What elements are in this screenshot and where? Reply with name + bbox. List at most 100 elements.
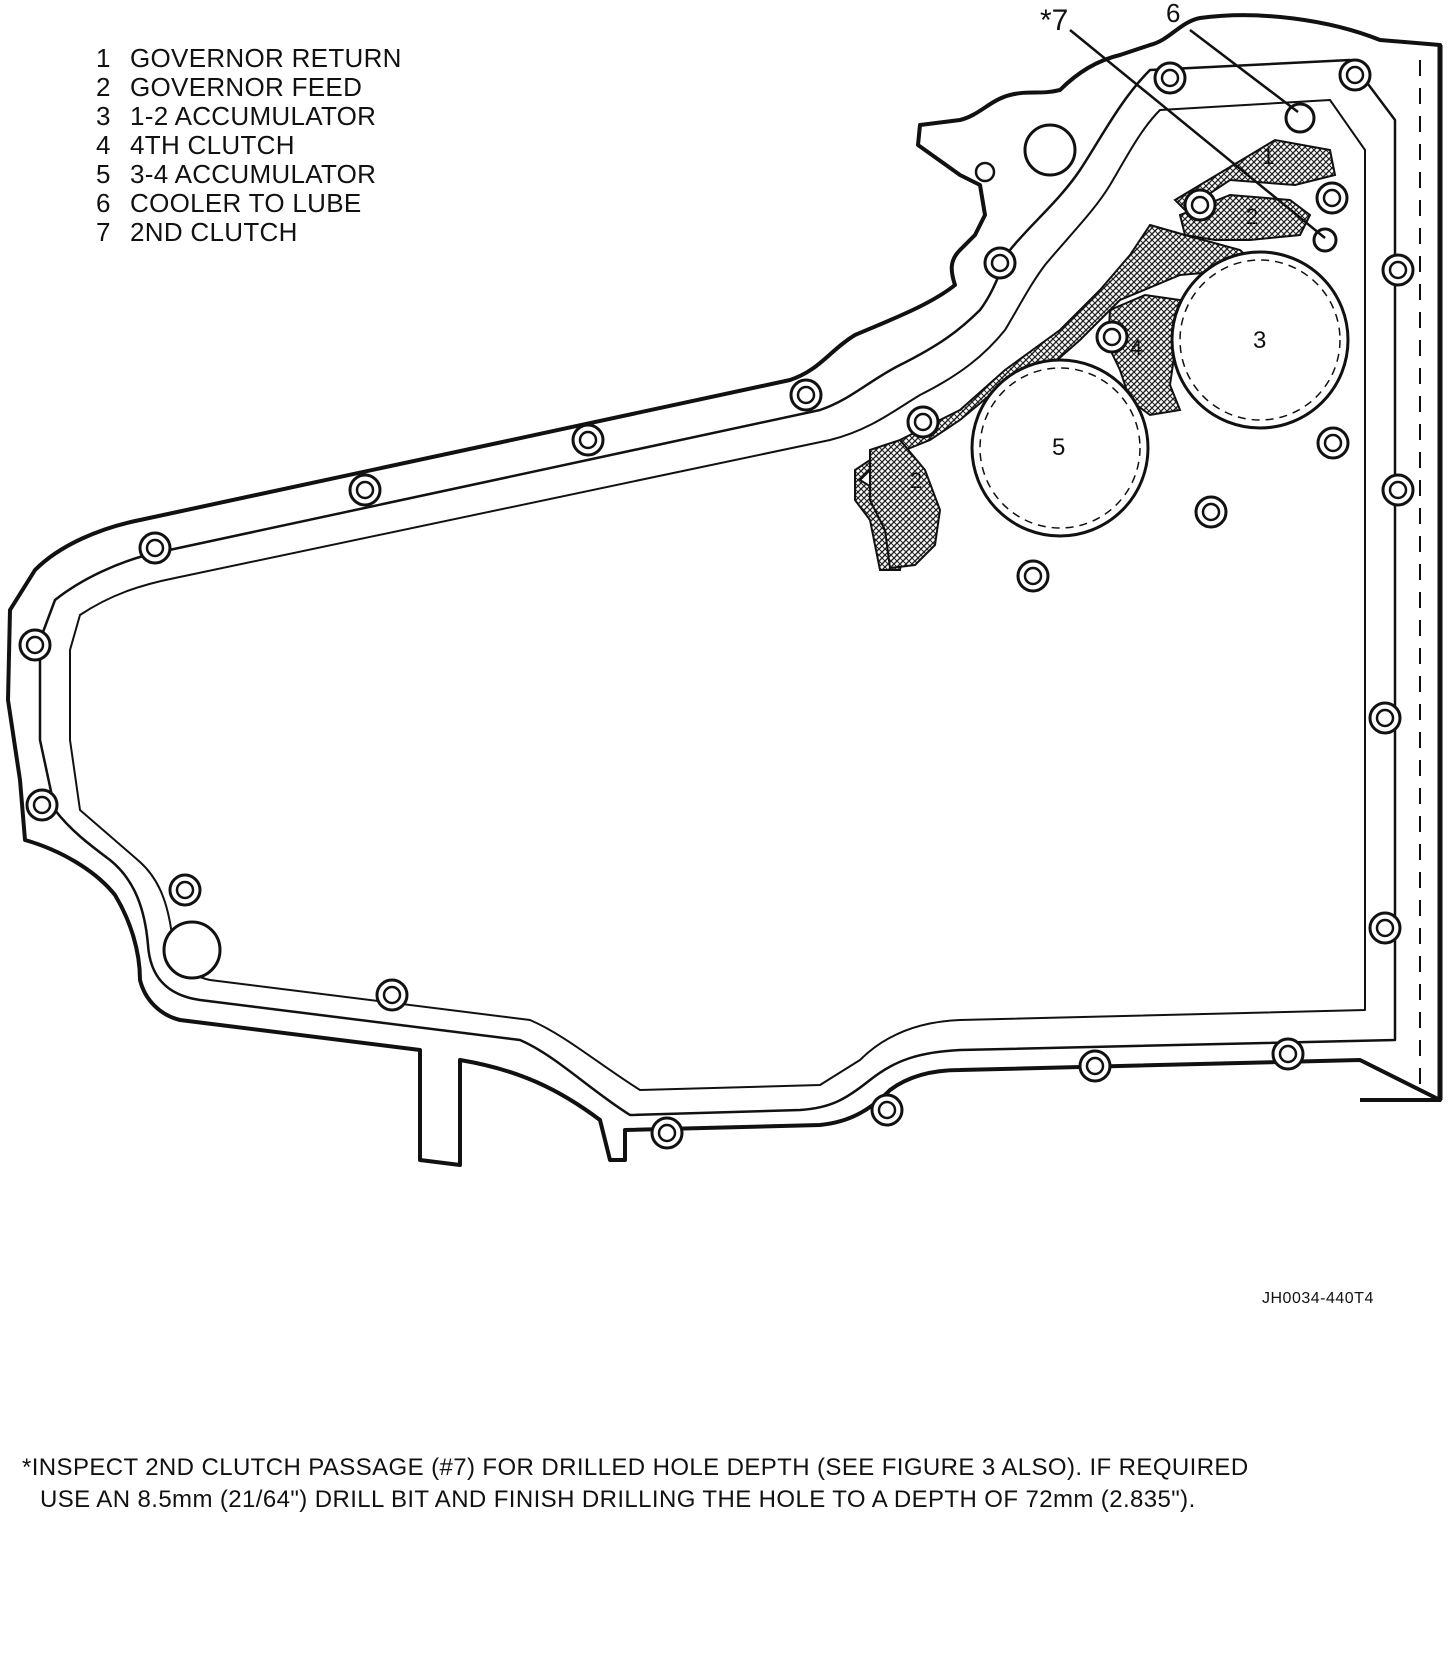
- bolt-hole-inner: [1190, 195, 1210, 215]
- legend-item-7: 7 2ND CLUTCH: [96, 218, 402, 247]
- bore-3-4-accumulator-inner: [979, 367, 1141, 529]
- bolt-hole: [1381, 473, 1415, 507]
- footnote-line-2: USE AN 8.5mm (21/64") DRILL BIT AND FINI…: [40, 1486, 1196, 1513]
- bolt-hole-inner: [796, 385, 816, 405]
- callout-3: 3: [1253, 327, 1266, 354]
- leader-lines: [1069, 29, 1326, 239]
- callout-4: 4: [1130, 335, 1142, 360]
- legend-number: 7: [96, 217, 111, 247]
- bolt-hole: [983, 246, 1017, 280]
- accumulator-bores: [970, 250, 1350, 538]
- figure-id: JH0034-440T4: [1262, 1290, 1374, 1307]
- bolt-hole: [1153, 61, 1187, 95]
- legend-label: GOVERNOR FEED: [130, 72, 363, 102]
- bolt-hole-inner: [1322, 188, 1342, 208]
- legend-number: 1: [96, 43, 111, 73]
- callout-1: 1: [1262, 144, 1274, 169]
- bolt-hole: [571, 423, 605, 457]
- bolt-hole: [18, 628, 52, 662]
- callout-5: 5: [1052, 434, 1065, 461]
- bolt-hole: [348, 473, 382, 507]
- bolt-hole-inner: [25, 635, 45, 655]
- bolt-hole: [1368, 701, 1402, 735]
- bolt-hole: [138, 531, 172, 565]
- gasket-diagram: *7 6 1 2 2 3 4 5: [6, 0, 1443, 1167]
- small-hole-top: [974, 161, 996, 183]
- legend-label: 1-2 ACCUMULATOR: [130, 101, 377, 131]
- footnote-line-1: *INSPECT 2ND CLUTCH PASSAGE (#7) FOR DRI…: [22, 1454, 1249, 1481]
- large-boss-bottom-left: [162, 920, 222, 980]
- bore-1-2-accumulator: [1170, 250, 1350, 430]
- legend-number: 2: [96, 72, 111, 102]
- bolt-hole: [906, 405, 940, 439]
- legend-number: 6: [96, 188, 111, 218]
- bolt-hole: [789, 378, 823, 412]
- bolt-hole-inner: [1345, 65, 1365, 85]
- bolt-hole: [1271, 1037, 1305, 1071]
- bolt-hole-inner: [1278, 1044, 1298, 1064]
- legend-label: 4TH CLUTCH: [130, 130, 295, 160]
- bolt-hole: [1078, 1049, 1112, 1083]
- legend-number: 4: [96, 130, 111, 160]
- bolt-hole-inner: [1023, 566, 1043, 586]
- bolt-hole-inner: [145, 538, 165, 558]
- legend-item-3: 3 1-2 ACCUMULATOR: [96, 102, 402, 131]
- bolt-hole-inner: [578, 430, 598, 450]
- bolt-hole-inner: [1375, 708, 1395, 728]
- bolt-hole-inner: [877, 1100, 897, 1120]
- gasket-outer-outline: [6, 13, 1442, 1167]
- bolt-hole-inner: [657, 1123, 677, 1143]
- bolt-hole: [1381, 253, 1415, 287]
- legend-number: 3: [96, 101, 111, 131]
- bolt-hole: [1194, 495, 1228, 529]
- bolt-hole-inner: [382, 985, 402, 1005]
- legend-item-4: 4 4TH CLUTCH: [96, 131, 402, 160]
- bolt-hole-inner: [1085, 1056, 1105, 1076]
- bolt-hole-inner: [1388, 260, 1408, 280]
- bolt-hole: [1338, 58, 1372, 92]
- bolt-hole-inner: [355, 480, 375, 500]
- legend-item-5: 5 3-4 ACCUMULATOR: [96, 160, 402, 189]
- bolt-hole-inner: [1201, 502, 1221, 522]
- legend-label: GOVERNOR RETURN: [130, 43, 402, 73]
- bolt-hole: [1095, 320, 1129, 354]
- legend: 1 GOVERNOR RETURN 2 GOVERNOR FEED 3 1-2 ACC…: [96, 44, 402, 247]
- bore-3-4-accumulator: [970, 358, 1150, 538]
- legend-item-6: 6 COOLER TO LUBE: [96, 189, 402, 218]
- port-cooler-to-lube: [1284, 102, 1316, 134]
- bolt-hole-inner: [990, 253, 1010, 273]
- gasket-cavity-outline: [69, 99, 1366, 1091]
- bolt-hole: [1315, 181, 1349, 215]
- bolt-hole: [870, 1093, 904, 1127]
- bolt-hole-inner: [913, 412, 933, 432]
- bolt-hole: [650, 1116, 684, 1150]
- bolt-hole-inner: [1323, 433, 1343, 453]
- bolt-hole: [375, 978, 409, 1012]
- legend-number: 5: [96, 159, 111, 189]
- bolt-hole: [1368, 911, 1402, 945]
- bolt-hole-inner: [1160, 68, 1180, 88]
- large-boss-top: [1023, 123, 1077, 177]
- callout-6: 6: [1166, 0, 1180, 28]
- bolt-hole: [1183, 188, 1217, 222]
- bolt-hole-inner: [1375, 918, 1395, 938]
- bolt-holes: [18, 58, 1415, 1150]
- legend-item-1: 1 GOVERNOR RETURN: [96, 44, 402, 73]
- bolt-hole: [1316, 426, 1350, 460]
- bolt-hole: [25, 788, 59, 822]
- callout-star-7: *7: [1040, 4, 1068, 37]
- footnote: *INSPECT 2ND CLUTCH PASSAGE (#7) FOR DRI…: [22, 1452, 1442, 1516]
- bolt-hole-inner: [1388, 480, 1408, 500]
- bolt-hole: [168, 873, 202, 907]
- passage-governor-feed-lower: [869, 438, 942, 570]
- callout-2-upper: 2: [1246, 204, 1258, 229]
- legend-label: COOLER TO LUBE: [130, 188, 362, 218]
- passage-4th-clutch: [1106, 293, 1187, 417]
- legend-label: 2ND CLUTCH: [130, 217, 298, 247]
- callout-2-lower: 2: [910, 468, 922, 493]
- legend-item-2: 2 GOVERNOR FEED: [96, 73, 402, 102]
- legend-label: 3-4 ACCUMULATOR: [130, 159, 377, 189]
- right-flange: [1360, 45, 1443, 1102]
- bolt-hole-inner: [1102, 327, 1122, 347]
- bore-1-2-accumulator-inner: [1179, 259, 1341, 421]
